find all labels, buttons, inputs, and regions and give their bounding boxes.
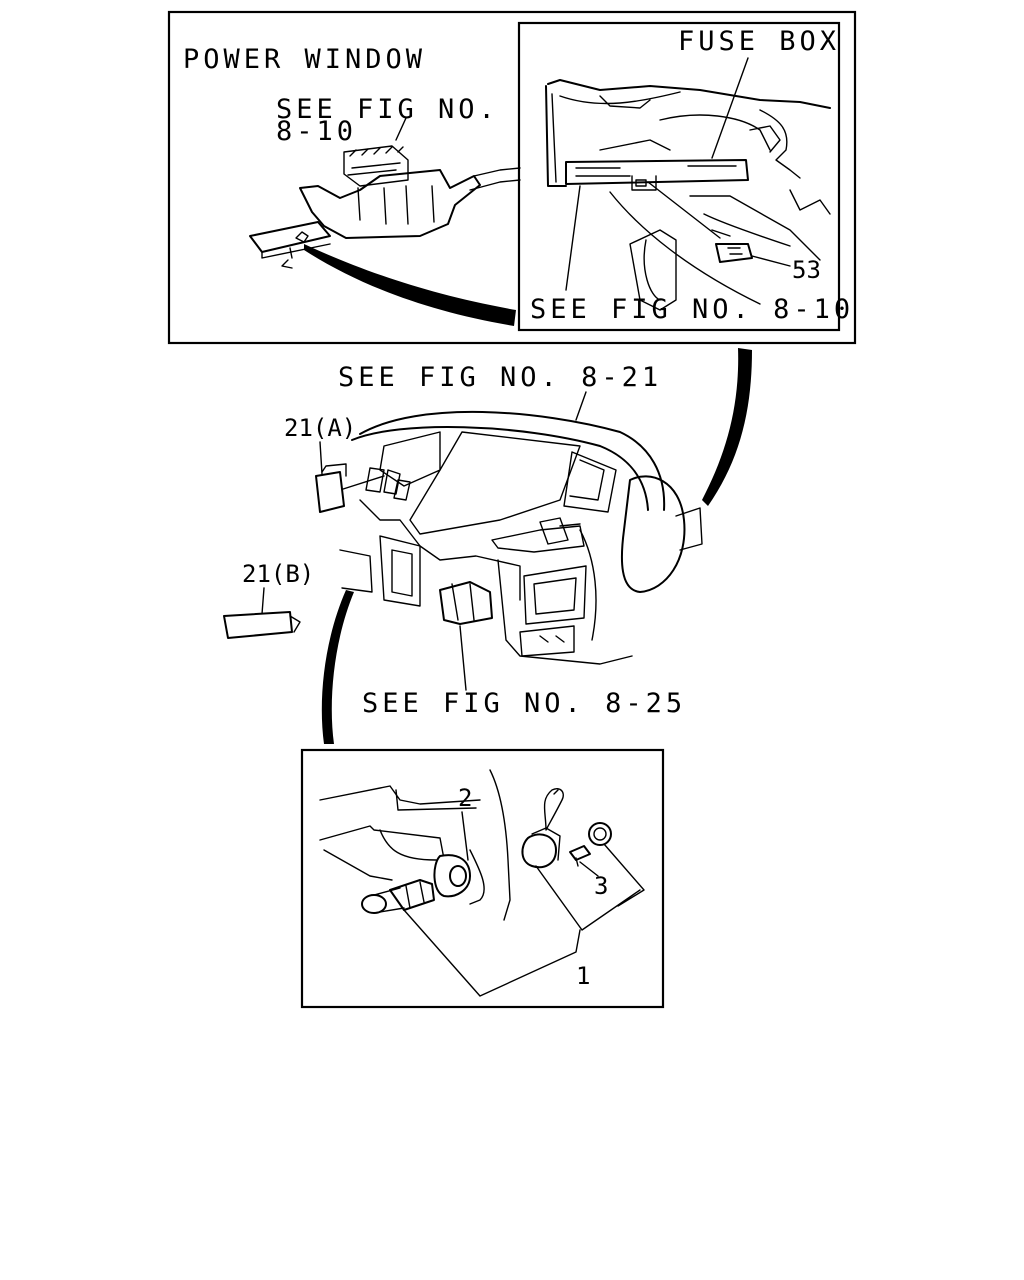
lighter-detail-frame — [300, 748, 665, 1009]
switch-block-8-25 — [439, 581, 493, 625]
leader-21b — [261, 587, 265, 615]
see-fig-8-10-label-a-number: 8-10 — [276, 116, 357, 147]
leader-swoosh-a — [304, 244, 516, 326]
callout-3: 3 — [594, 872, 608, 900]
callout-2: 2 — [458, 784, 472, 812]
top-detail-frame — [167, 10, 857, 345]
leader-8-21 — [575, 391, 587, 421]
callout-53: 53 — [792, 256, 821, 284]
instrument-panel-drawing — [315, 410, 703, 665]
fuse-box-label: FUSE BOX — [678, 26, 840, 57]
see-fig-8-21-label: SEE FIG NO. 8-21 — [338, 362, 662, 393]
leader-swoosh-c — [321, 590, 354, 744]
see-fig-8-10-label-a: SEE FIG NO. — [276, 94, 499, 125]
leader-8-25 — [459, 625, 467, 691]
fuse-box-drawing: FUSE BOX 53 SEE FIG NO. 8-10 — [530, 26, 854, 325]
power-window-switch-drawing — [249, 117, 521, 269]
see-fig-8-10-label-b: SEE FIG NO. 8-10 — [530, 294, 854, 325]
callout-1: 1 — [576, 962, 590, 990]
lighter-drawing — [319, 769, 645, 997]
leader-swoosh-b — [702, 348, 752, 506]
see-fig-8-25-label: SEE FIG NO. 8-25 — [362, 688, 686, 719]
callout-21b: 21(B) — [242, 560, 314, 588]
fuse-box-detail-frame — [517, 21, 841, 332]
power-window-label: POWER WINDOW — [183, 44, 426, 75]
leader-21a — [319, 441, 323, 475]
callout-21a: 21(A) — [284, 414, 356, 442]
part-21b — [223, 611, 293, 639]
